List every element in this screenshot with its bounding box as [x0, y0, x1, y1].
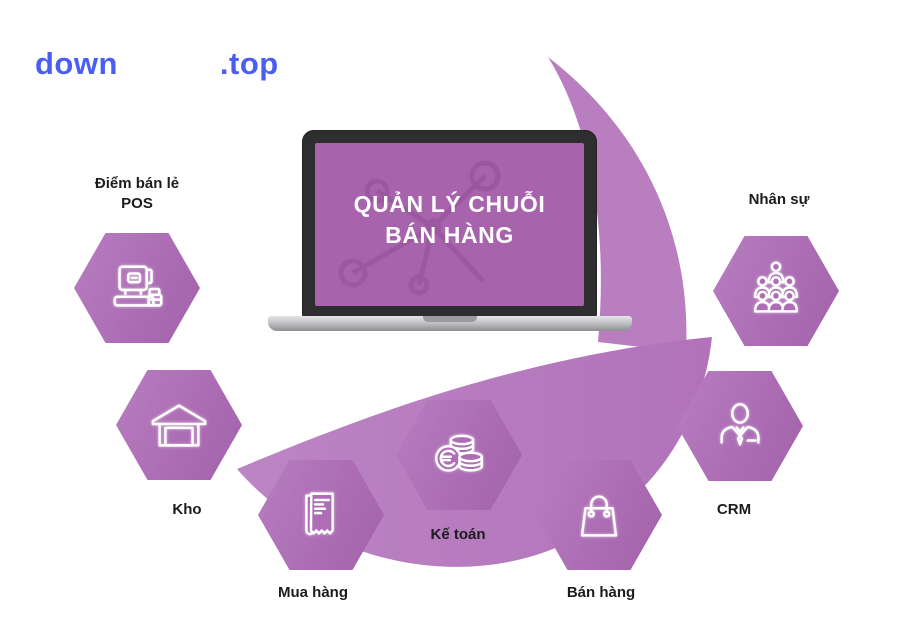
- watermark-part1: down: [35, 46, 118, 81]
- laptop-base: [268, 316, 632, 331]
- screen-title: QUẢN LÝ CHUỖI BÁN HÀNG: [315, 189, 584, 251]
- laptop-notch: [423, 316, 477, 322]
- module-label-warehouse: Kho: [172, 501, 202, 518]
- module-label-pos-line1: Điểm bán lẻ: [94, 175, 180, 192]
- people-group-icon: [753, 261, 799, 313]
- warehouse-icon: [151, 404, 207, 447]
- businessman-icon: [720, 402, 760, 446]
- module-label-accounting: Kế toán: [430, 526, 486, 543]
- receipt-icon: [305, 492, 334, 536]
- shopping-bag-icon: [580, 495, 618, 537]
- module-hexagon-accounting: [396, 400, 522, 510]
- module-hexagon-warehouse: [116, 370, 242, 480]
- watermark: down .top: [35, 46, 279, 82]
- module-label-purchasing: Mua hàng: [278, 584, 348, 601]
- module-label-crm: CRM: [716, 501, 752, 518]
- laptop-screen: QUẢN LÝ CHUỖI BÁN HÀNG: [315, 143, 584, 306]
- pos-terminal-icon: [113, 265, 163, 307]
- module-label-pos: Điểm bán lẻ POS: [95, 174, 179, 214]
- coins-icon: [434, 434, 484, 472]
- module-label-sales: Bán hàng: [566, 584, 636, 601]
- network-nodes-icon: [338, 160, 501, 296]
- screen-title-line1: QUẢN LÝ CHUỖI: [353, 191, 546, 217]
- module-label-pos-line2: POS: [121, 195, 153, 212]
- module-hexagon-crm: [677, 371, 803, 481]
- watermark-part2: .top: [219, 46, 279, 81]
- screen-title-line2: BÁN HÀNG: [385, 222, 514, 248]
- laptop: QUẢN LÝ CHUỖI BÁN HÀNG: [302, 130, 597, 318]
- module-label-hr: Nhân sự: [748, 191, 810, 208]
